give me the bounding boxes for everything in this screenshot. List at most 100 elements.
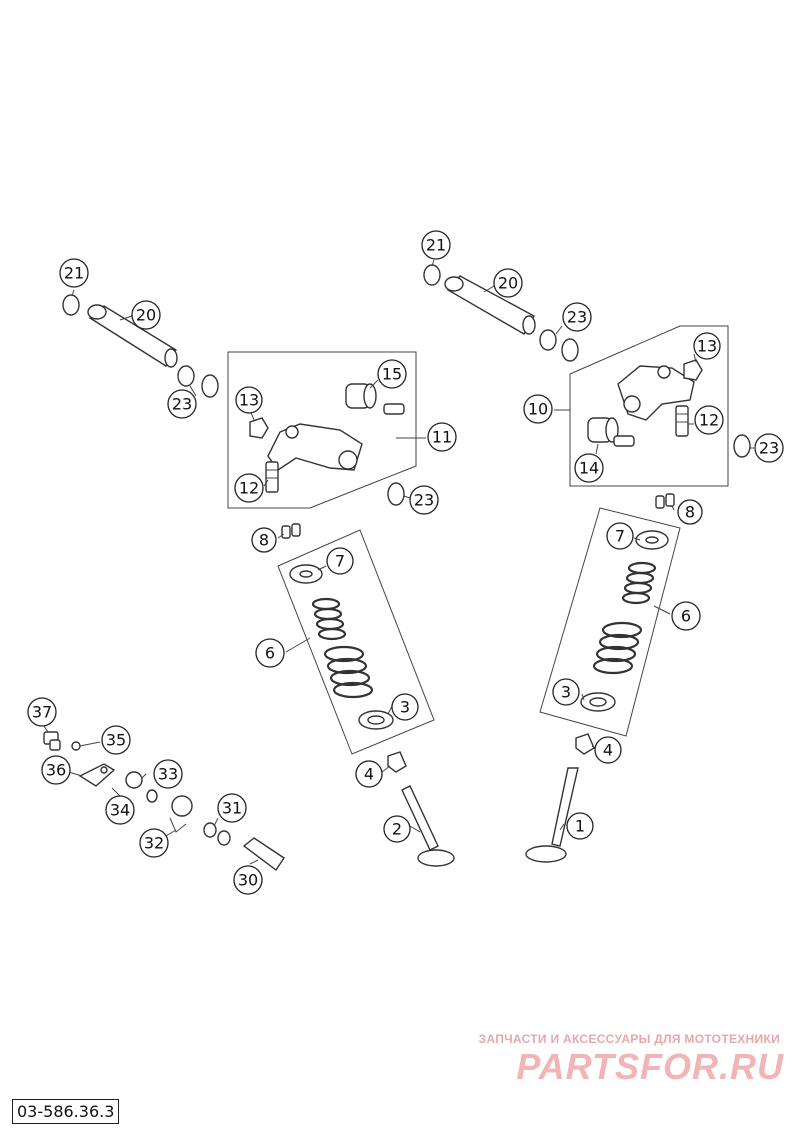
callout-6: 6 [671,601,701,631]
svg-text:12: 12 [699,411,719,430]
left-spring-seat [358,710,394,730]
svg-text:35: 35 [106,731,126,750]
left-valve-cotters [281,523,301,539]
left-outer-spring [323,645,374,699]
right-shaft-washer-c [733,434,751,458]
left-shaft-washer-c [387,482,405,506]
callout-36: 36 [41,755,71,785]
right-valve-spring-group-outline [539,507,681,737]
left-shaft-o-ring [62,294,80,316]
svg-text:21: 21 [64,264,84,283]
callout-21: 21 [59,258,89,288]
left-rocker-shaft [87,304,178,368]
svg-text:14: 14 [579,459,599,478]
svg-text:15: 15 [382,365,402,384]
callout-12: 12 [234,473,264,503]
right-outer-spring [592,621,643,675]
right-shaft-washer-a [539,329,557,351]
left-shaft-washer-b [201,374,219,398]
svg-text:36: 36 [46,761,66,780]
callout-7: 7 [606,522,634,550]
left-shaft-washer-a [177,365,195,387]
left-inner-spring [311,597,347,641]
decompressor-shaft [242,837,285,872]
svg-text:8: 8 [685,503,695,522]
right-valve-cotters [655,493,675,509]
right-rocker-arm [617,365,695,421]
svg-text:3: 3 [561,683,571,702]
left-rocker-nut [249,417,269,439]
right-rocker-shaft [444,275,536,335]
callout-23: 23 [409,485,439,515]
watermark-tagline: ЗАПЧАСТИ И АКСЕССУАРЫ ДЛЯ МОТОТЕХНИКИ [478,1032,780,1046]
callout-35: 35 [101,725,131,755]
left-rocker-roller [345,383,377,409]
leader-lines [43,259,754,865]
right-valve-stem-seal [575,733,595,755]
svg-text:20: 20 [136,306,156,325]
callout-1: 1 [566,812,594,840]
svg-text:3: 3 [400,698,410,717]
left-roller-pin [383,403,405,415]
callout-20: 20 [131,300,161,330]
small-washer [71,741,81,751]
callout-23: 23 [167,389,197,419]
svg-text:37: 37 [32,703,52,722]
right-inner-spring [621,561,657,605]
callout-31: 31 [217,793,247,823]
lever-o-ring [125,771,143,789]
callout-30: 30 [233,865,263,895]
right-rocker-nut [683,359,703,381]
callout-3: 3 [552,678,580,706]
callout-2: 2 [383,815,411,843]
callout-10: 10 [523,394,553,424]
callout-11: 11 [427,422,457,452]
callout-34: 34 [105,795,135,825]
svg-text:6: 6 [681,607,691,626]
small-o-ring [146,789,158,803]
right-shaft-washer-b [561,338,579,362]
svg-text:23: 23 [567,308,587,327]
svg-text:2: 2 [392,820,402,839]
svg-text:33: 33 [158,765,178,784]
callout-12: 12 [694,405,724,435]
svg-text:8: 8 [259,531,269,550]
right-spring-seat [580,692,616,712]
svg-text:11: 11 [432,428,452,447]
callout-21: 21 [421,230,451,260]
callout-14: 14 [574,453,604,483]
callout-8: 8 [251,527,277,553]
callout-23: 23 [562,302,592,332]
callout-8: 8 [677,499,703,525]
svg-text:7: 7 [335,552,345,571]
svg-text:20: 20 [498,274,518,293]
left-rocker-group-outline [227,351,417,509]
svg-text:23: 23 [414,491,434,510]
svg-text:4: 4 [603,741,613,760]
svg-text:31: 31 [222,799,242,818]
right-adjust-screw [675,405,689,437]
left-valve-stem-seal [387,751,407,773]
left-adjust-screw [265,461,279,493]
decompressor-lever [78,763,116,787]
svg-text:10: 10 [528,400,548,419]
svg-text:6: 6 [265,644,275,663]
callout-13: 13 [235,386,263,414]
callout-3: 3 [391,693,419,721]
callout-6: 6 [255,638,285,668]
callout-23: 23 [754,433,784,463]
svg-text:32: 32 [144,834,164,853]
svg-text:7: 7 [615,527,625,546]
callout-20: 20 [493,268,523,298]
left-valve-spring-group-outline [277,529,435,755]
right-spring-retainer [635,530,669,550]
svg-text:13: 13 [697,337,717,356]
left-rocker-arm [267,423,363,471]
plug-screw [43,731,61,751]
svg-text:1: 1 [575,817,585,836]
svg-text:12: 12 [239,479,259,498]
svg-text:4: 4 [364,765,374,784]
callout-37: 37 [27,697,57,727]
svg-text:21: 21 [426,236,446,255]
